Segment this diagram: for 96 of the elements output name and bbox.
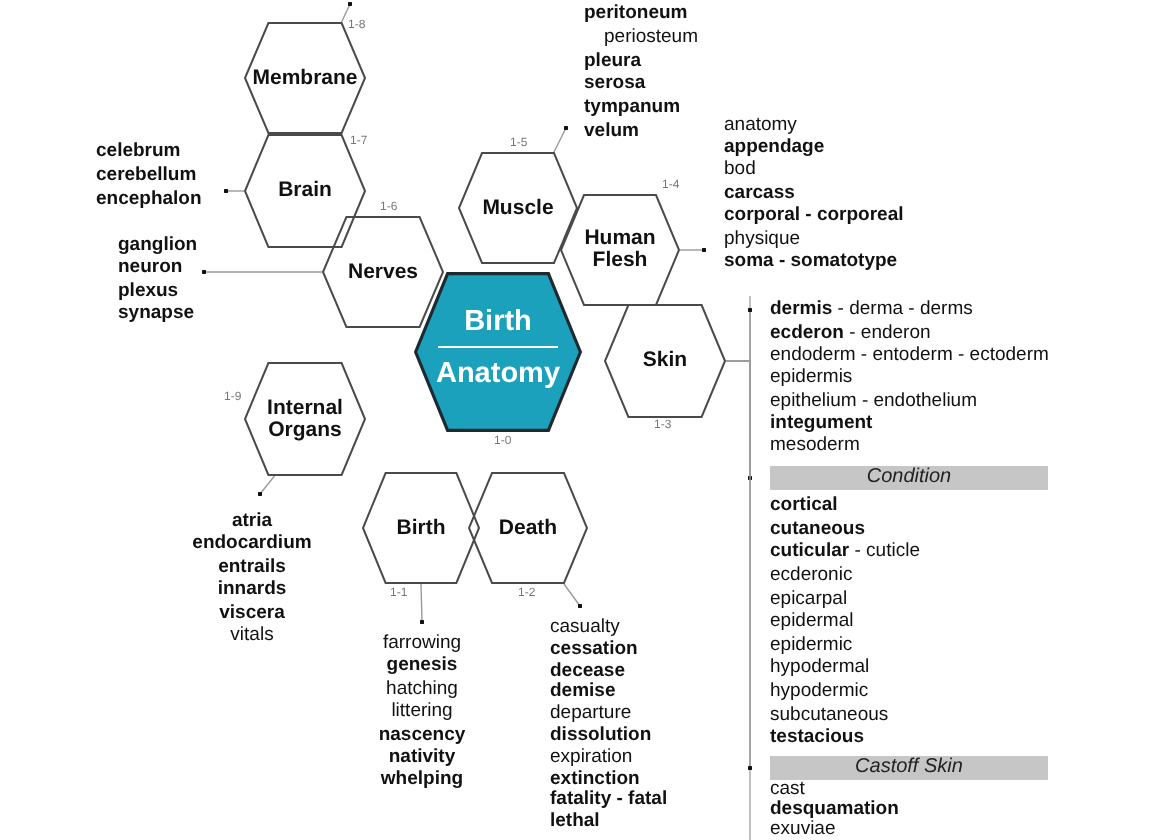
section-header: Condition	[770, 466, 1048, 490]
term-label: nascency	[378, 723, 466, 747]
section-header: Castoff Skin	[770, 756, 1048, 780]
term-label: pleura	[584, 49, 642, 73]
term-label: desquamation	[770, 800, 899, 820]
term-label: atria	[231, 510, 273, 533]
leader-line	[419, 583, 425, 625]
term-label: periosteum	[604, 25, 698, 50]
term-label: epithelium - endothelium	[770, 389, 978, 413]
hexagon-label: Death	[498, 517, 558, 539]
term-label: demise	[550, 682, 616, 704]
hexagon-label: Skin	[642, 350, 688, 372]
term-label: cerebellum	[96, 164, 197, 188]
term-label: departure	[550, 704, 632, 726]
term-label: genesis	[386, 654, 458, 678]
term-label: encephalon	[96, 188, 202, 212]
term-label: plexus	[118, 279, 179, 303]
term-label: hypodermic	[770, 679, 869, 704]
term-label: mesoderm	[770, 434, 860, 458]
term-label: cast	[770, 780, 805, 801]
term-label: hatching	[386, 677, 458, 701]
term-label: epidermic	[770, 633, 853, 657]
term-label: carcass	[724, 181, 795, 205]
term-label: integument	[770, 412, 873, 435]
leader-line	[725, 360, 753, 771]
term-label: dissolution	[550, 725, 652, 748]
hexagon-node	[244, 134, 366, 248]
term-label: ecderon - enderon	[770, 321, 931, 344]
term-label: expiration	[550, 747, 633, 770]
hexagon-node	[362, 472, 480, 584]
hexagon-label: Birth	[464, 305, 532, 338]
term-label: physique	[724, 227, 801, 250]
leader-line	[340, 1, 353, 23]
term-label: corporal - corporeal	[724, 204, 904, 228]
term-label: serosa	[584, 72, 646, 97]
hexagon-node	[458, 152, 578, 264]
term-label: littering	[391, 700, 453, 724]
hexagon-node	[468, 472, 588, 584]
hexagon-label: Muscle	[482, 197, 554, 219]
term-label: entrails	[218, 555, 286, 579]
term-label: soma - somatotype	[724, 249, 898, 273]
term-label: viscera	[219, 601, 285, 625]
hexagon-node	[604, 304, 726, 418]
term-label: neuron	[118, 256, 183, 280]
term-label: endocardium	[192, 532, 312, 556]
term-label: epidermis	[770, 366, 853, 390]
hexagon-node	[244, 22, 366, 134]
term-label: epidermal	[770, 610, 854, 634]
term-label: celebrum	[96, 140, 181, 164]
term-label: cessation	[550, 639, 638, 662]
term-label: testacious	[770, 726, 864, 750]
term-label: vitals	[230, 624, 274, 647]
hexagon-node	[414, 272, 582, 432]
term-label: anatomy	[724, 113, 797, 136]
hexagon-node	[560, 194, 680, 306]
hexagon-node	[244, 362, 366, 476]
hexagon-label: Brain	[278, 180, 332, 202]
term-label: endoderm - entoderm - ectoderm	[770, 343, 1049, 367]
term-label: cortical	[770, 494, 838, 518]
term-label: whelping	[380, 768, 464, 792]
term-label: ganglion	[118, 233, 198, 257]
term-label: exuviae	[770, 819, 836, 840]
term-label: casualty	[550, 618, 620, 640]
term-label: appendage	[724, 135, 825, 159]
hexagon-label: Birth	[396, 517, 446, 539]
term-label: dermis - derma - derms	[770, 298, 973, 322]
hexagon-label: Internal Organs	[265, 397, 345, 441]
term-label: extinction	[550, 769, 640, 790]
term-label: bod	[724, 158, 756, 182]
term-label: innards	[217, 578, 287, 602]
term-label: decease	[550, 661, 626, 682]
leader-line	[679, 247, 707, 253]
hexagon-label: Human Flesh	[582, 228, 658, 272]
term-label: subcutaneous	[770, 703, 889, 727]
term-label: farrowing	[382, 632, 462, 655]
term-label: cuticular - cuticle	[770, 540, 920, 564]
hexagon-node	[322, 216, 444, 328]
hexagon-label: Anatomy	[435, 358, 561, 391]
term-label: ecderonic	[770, 563, 853, 588]
term-label: hypodermal	[770, 656, 870, 680]
term-label: peritoneum	[584, 2, 688, 26]
leader-line	[257, 475, 276, 497]
leader-line	[553, 125, 569, 153]
leader-line	[563, 583, 583, 609]
term-label: synapse	[118, 302, 195, 326]
hexagon-label: Nerves	[347, 261, 419, 283]
term-label: tympanum	[584, 96, 681, 120]
term-label: nativity	[388, 746, 456, 769]
term-label: velum	[584, 119, 639, 144]
term-label: epicarpal	[770, 587, 848, 611]
hexagon-label: Membrane	[252, 67, 358, 89]
leader-line	[201, 269, 323, 275]
term-label: lethal	[550, 812, 600, 834]
leader-line	[223, 188, 245, 194]
term-label: fatality - fatal	[550, 790, 668, 812]
term-label: cutaneous	[770, 517, 866, 541]
